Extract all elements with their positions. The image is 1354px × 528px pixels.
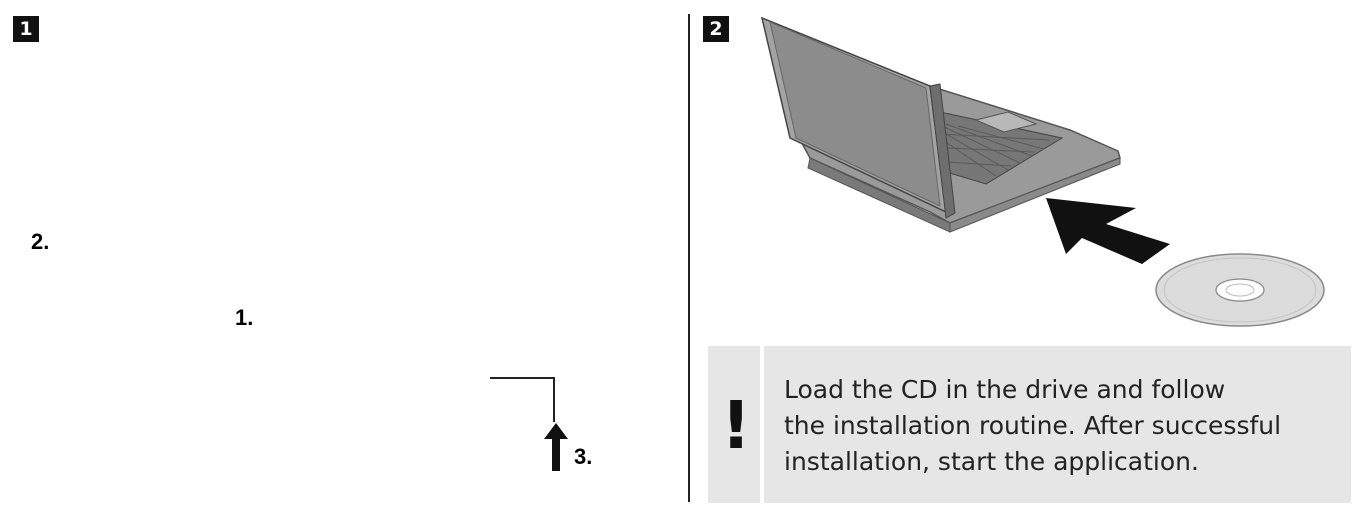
laptop-screen — [760, 16, 956, 219]
note-text: Load the CD in the drive and follow the … — [784, 372, 1339, 480]
arrow-up-icon — [544, 423, 568, 471]
exclamation-icon: ! — [720, 387, 752, 464]
callout-label-3: 3. — [574, 444, 593, 469]
note-line-1: Load the CD in the drive and follow — [784, 375, 1226, 404]
callout-line-vertical — [553, 377, 555, 422]
callout-label-2: 2. — [31, 229, 50, 254]
instruction-note: ! Load the CD in the drive and follow th… — [708, 346, 1351, 503]
callout-label-1: 1. — [235, 305, 254, 330]
column-divider — [688, 14, 690, 502]
note-line-2: the installation routine. After successf… — [784, 411, 1282, 440]
callout-line-horizontal — [490, 377, 555, 379]
step-1-badge: 1 — [13, 16, 39, 42]
cd-disc-icon — [1155, 253, 1325, 327]
note-icon-column: ! — [708, 346, 764, 503]
note-line-3: installation, start the application. — [784, 447, 1199, 476]
step-2-badge: 2 — [703, 16, 729, 42]
insert-arrow-icon — [1046, 198, 1170, 264]
laptop-illustration — [760, 16, 1325, 327]
